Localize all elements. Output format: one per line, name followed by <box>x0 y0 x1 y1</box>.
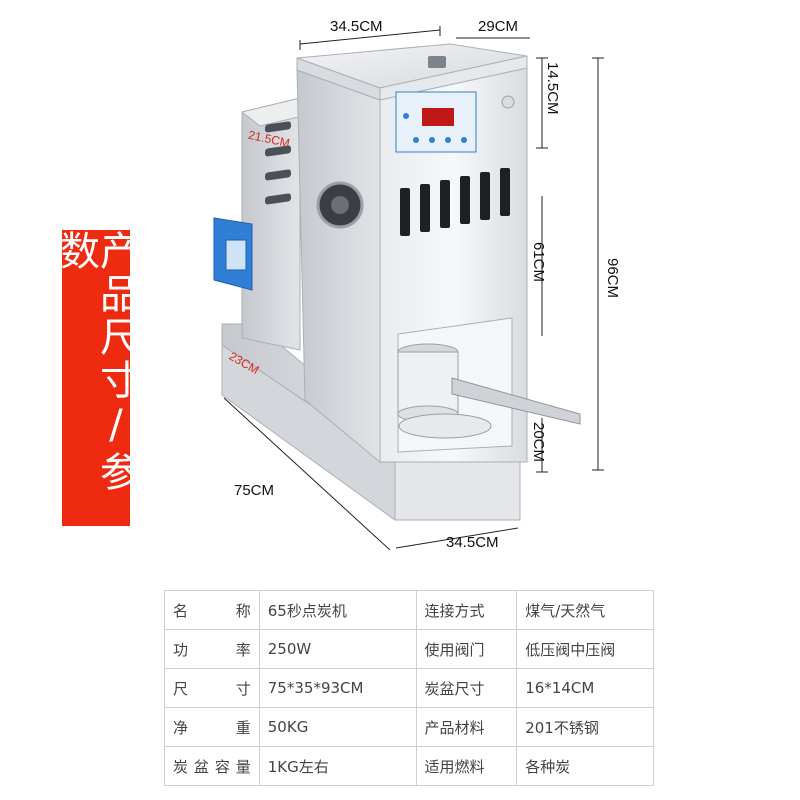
spec-value: 65秒点炭机 <box>258 590 417 630</box>
spec-value: 1KG左右 <box>258 746 417 786</box>
blue-outlet <box>213 217 253 291</box>
spec-label: 炭盆容量 <box>164 746 260 786</box>
spec-value: 煤气/天然气 <box>516 590 654 630</box>
table-row: 功 率 250W 使用阀门 低压阀中压阀 <box>164 629 654 669</box>
spec-label: 产品材料 <box>415 707 518 747</box>
dimension-lines <box>223 26 604 551</box>
spec-label: 连接方式 <box>415 590 518 630</box>
dim-tray-height: 20CM <box>530 422 547 463</box>
spec-label: 炭盆尺寸 <box>415 668 518 708</box>
spec-label: 适用燃料 <box>415 746 518 786</box>
spec-table: 名 称 65秒点炭机 连接方式 煤气/天然气 功 率 250W 使用阀门 低压阀… <box>164 590 654 786</box>
table-row: 炭盆容量 1KG左右 适用燃料 各种炭 <box>164 746 654 786</box>
spec-value: 50KG <box>258 707 417 747</box>
dim-front-height: 61CM <box>530 242 547 283</box>
spec-value: 16*14CM <box>516 668 654 708</box>
spec-label: 净 重 <box>164 707 260 747</box>
spec-value: 250W <box>258 629 417 669</box>
spec-value: 201不锈钢 <box>516 707 654 747</box>
main-tower-side <box>296 69 381 464</box>
spec-value: 低压阀中压阀 <box>516 629 654 669</box>
dim-total-height: 96CM <box>604 258 621 299</box>
spec-label: 功 率 <box>164 629 260 669</box>
spec-label: 名 称 <box>164 590 260 630</box>
rear-body <box>240 97 322 351</box>
table-row: 净 重 50KG 产品材料 201不锈钢 <box>164 707 654 747</box>
banner-text: 产品尺寸/参数 <box>53 230 139 494</box>
product-illustration <box>213 26 604 551</box>
title-banner: 产品尺寸/参数 <box>53 230 139 526</box>
dim-length: 75CM <box>234 482 275 499</box>
dim-top-width: 34.5CM <box>330 18 383 35</box>
spec-label: 使用阀门 <box>415 629 518 669</box>
table-row: 名 称 65秒点炭机 连接方式 煤气/天然气 <box>164 590 654 630</box>
dim-top-depth: 29CM <box>478 18 519 35</box>
spec-value: 75*35*93CM <box>258 668 417 708</box>
dim-panel-height: 14.5CM <box>544 62 561 115</box>
spec-value: 各种炭 <box>516 746 654 786</box>
dim-bottom-width: 34.5CM <box>446 534 499 551</box>
main-tower-front <box>296 43 581 463</box>
table-row: 尺 寸 75*35*93CM 炭盆尺寸 16*14CM <box>164 668 654 708</box>
spec-label: 尺 寸 <box>164 668 260 708</box>
